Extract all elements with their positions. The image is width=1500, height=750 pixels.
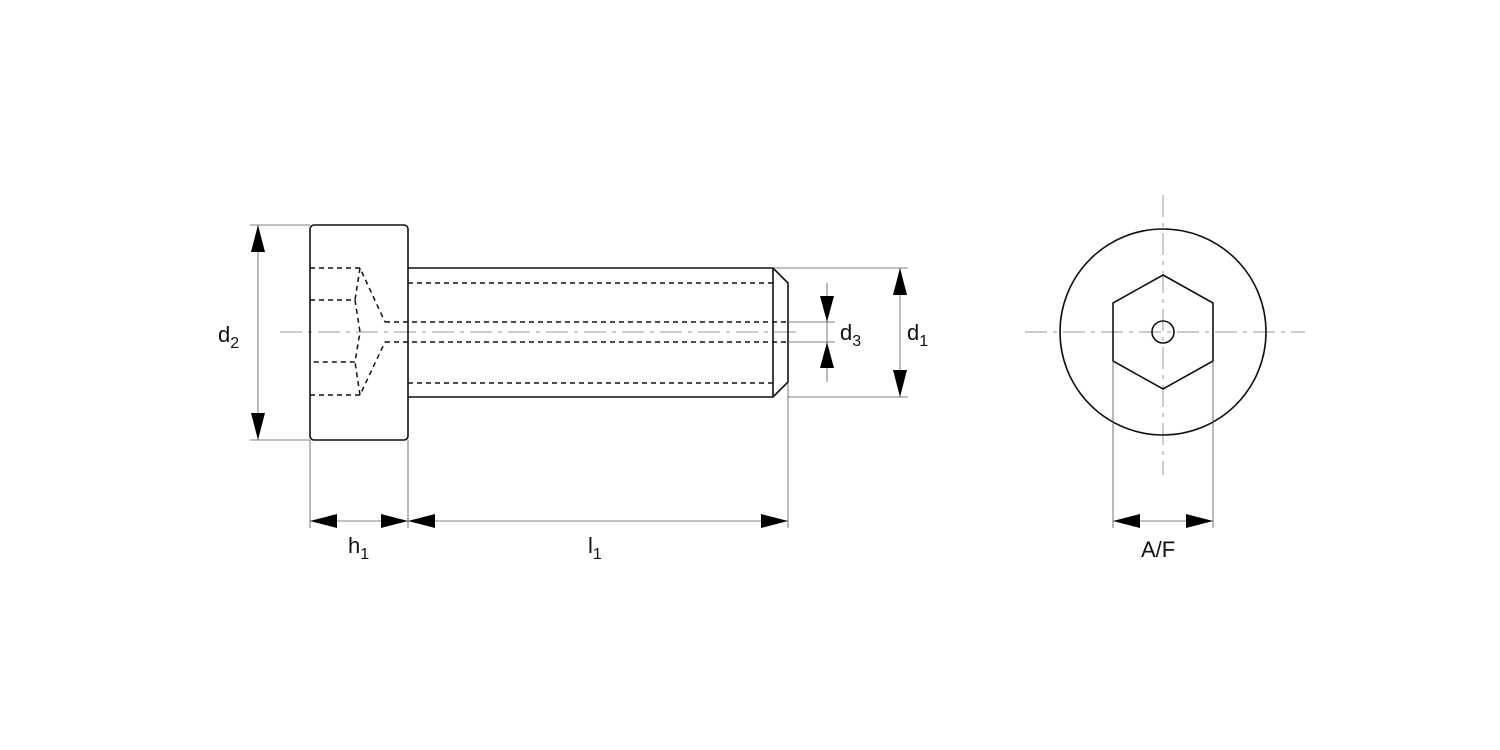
screw-head: [309, 224, 409, 441]
side-view: [280, 224, 800, 441]
d2-label: d2: [218, 322, 239, 352]
af-label: A/F: [1141, 537, 1175, 562]
dimension-d1: d1: [773, 267, 928, 398]
d1-label: d1: [907, 320, 928, 350]
dimension-d3: d3: [788, 283, 861, 382]
screw-shank: [408, 267, 789, 398]
head-circle: [1059, 228, 1267, 436]
hidden-lines: [310, 267, 788, 396]
dimension-h1-l1: h1 l1: [309, 382, 789, 563]
center-hole: [1151, 320, 1175, 344]
dimension-af: A/F: [1112, 361, 1214, 562]
end-view: [1025, 195, 1305, 475]
d3-label: d3: [840, 320, 861, 350]
dimension-d2: d2: [218, 224, 310, 441]
h1-label: h1: [348, 533, 369, 563]
hex-socket: [1112, 274, 1214, 390]
l1-label: l1: [588, 533, 602, 563]
